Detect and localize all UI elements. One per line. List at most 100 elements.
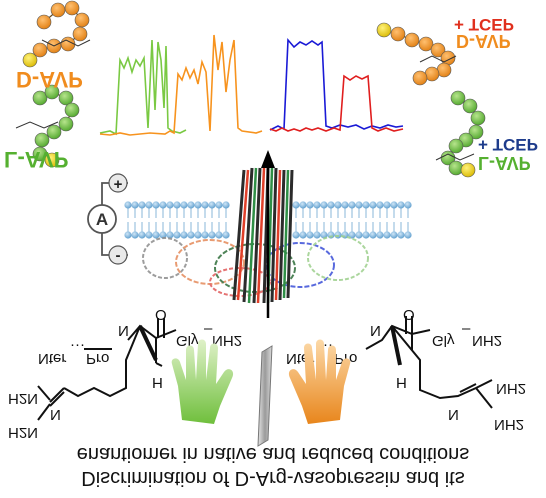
lipid-head [201,201,209,209]
lipid-head [341,201,349,209]
lipid-head [348,231,356,239]
lipid-head [376,201,384,209]
svg-text:–: – [204,320,213,337]
d-avp-left-label: D-AVP [16,67,83,92]
lipid-head [404,231,412,239]
lipid-head [397,231,405,239]
nh2-right: NH2 [472,332,502,349]
l-avp-chain-left [32,84,80,168]
amino-acid-bead [44,84,60,100]
amino-acid-bead [32,90,48,106]
h-right: H [396,374,407,391]
amino-acid-bead [376,22,392,38]
amino-acid-bead [44,152,60,168]
h-left: H [152,374,163,391]
blue-trace [269,37,404,131]
lipid-head [180,231,188,239]
red-trace [269,74,404,132]
lipid-head [208,231,216,239]
n-left: N [118,322,129,339]
electrode-plus-icon [108,173,128,193]
svg-text:–: – [462,320,471,337]
lipid-head [145,201,153,209]
lipid-head [124,201,132,209]
lipid-head [292,201,300,209]
amino-acid-bead [36,14,52,30]
lipid-head [201,231,209,239]
h2n-top: H2N [8,390,38,407]
amino-acid-bead [64,102,80,118]
lipid-head [299,231,307,239]
amino-acid-bead [418,36,434,52]
amino-acid-bead [50,2,66,18]
lipid-head [194,231,202,239]
lipid-head [362,231,370,239]
lipid-head [173,201,181,209]
lipid-head [194,201,202,209]
lipid-head [131,201,139,209]
caption-line-1: Discrimination of D-Arg-vasopressin and … [81,467,465,489]
lipid-bilayer [124,201,412,239]
nh2-top-right: NH2 [496,380,526,397]
lipid-head [292,231,300,239]
pore-barrel [232,167,294,304]
amino-acid-bead [448,160,464,176]
lipid-head [208,201,216,209]
lipid-head [159,231,167,239]
amino-acid-bead [462,98,478,114]
amino-acid-bead [22,52,38,68]
minus-label: - [116,247,121,264]
lipid-head [404,201,412,209]
lipid-head [376,231,384,239]
mini-sidechains [15,39,475,161]
nter-left: Nter [38,350,66,367]
lipid-head [145,231,153,239]
current-traces [99,34,404,136]
amino-acid-bead [448,138,464,154]
n-guan-right: N [448,406,459,423]
lipid-head [369,231,377,239]
lipid-head [166,231,174,239]
lipid-head [320,201,328,209]
chem-structure-right [365,316,493,409]
h2n-bottom: H2N [8,424,38,441]
l-avp-right-label: L-AVP [478,153,531,173]
lipid-head [152,231,160,239]
lipid-head [222,201,230,209]
lipid-head [327,201,335,209]
n-guan-left: N [50,406,61,423]
amino-acid-bead [34,132,50,148]
lipid-head [187,201,195,209]
amino-acid-bead [470,110,486,126]
lipid-head [131,231,139,239]
circuit: A + - [87,173,128,265]
chem-labels-right: Nter ··· Pro N H O Gly – NH2 N NH2 NH2 [286,306,526,433]
n-right: N [370,322,381,339]
amino-acid-bead [450,90,466,106]
lipid-head [334,201,342,209]
chem-structure-left [37,318,177,421]
lipid-head [306,231,314,239]
lipid-head [362,201,370,209]
ammeter-icon [87,204,117,234]
amino-acid-bead [32,146,48,162]
lipid-head [124,231,132,239]
tcep-bottom-label: + TCEP [478,135,538,154]
lipid-head [152,201,160,209]
lipid-head [222,231,230,239]
lipid-head [166,201,174,209]
amino-acid-bead [430,42,446,58]
o-left: O [155,306,167,323]
lipid-head [348,201,356,209]
svg-text:···: ··· [70,336,85,353]
amino-acid-bead [74,12,90,28]
lipid-head [369,201,377,209]
electrode-minus-icon [108,245,128,265]
lipid-head [299,201,307,209]
lipid-head [383,231,391,239]
amino-acid-bead [404,32,420,48]
amino-acid-bead [412,70,428,86]
translocation-arrow [261,150,275,318]
d-avp-chain-right [376,22,456,86]
